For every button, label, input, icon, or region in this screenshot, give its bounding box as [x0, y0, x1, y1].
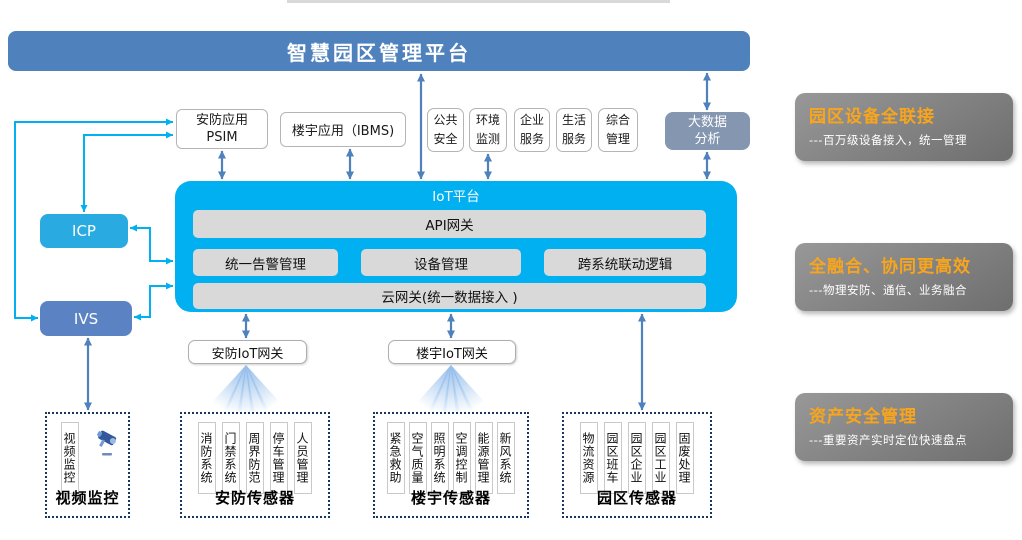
- benefit-desc: ---百万级设备接入，统一管理: [809, 133, 967, 147]
- building-sensors-group: 紧急救助 空气质量 照明系统 空调控制 能源管理 新风系统 楼宇传感器: [373, 412, 529, 518]
- security-gateway-fan-rays: [176, 365, 316, 415]
- page-title-text: 智慧园区管理平台: [287, 40, 471, 65]
- sensor-column: 周界防范: [246, 422, 264, 494]
- sensor-column: 门禁系统: [222, 422, 240, 494]
- module-device-management: 设备管理: [361, 249, 521, 276]
- sensor-column: 停车管理: [270, 422, 288, 494]
- connector-icp-platform: [130, 224, 173, 265]
- icp-node: ICP: [40, 214, 128, 248]
- sensor-column: 园区工业: [652, 422, 670, 494]
- benefit-desc: ---物理安防、通信、业务融合: [809, 283, 967, 297]
- sensor-column: 紧急救助: [387, 422, 405, 494]
- api-gateway-bar: API网关: [193, 210, 706, 238]
- connector-psim-icp: [80, 131, 173, 212]
- park-sensors-label: 园区传感器: [596, 489, 677, 507]
- app-box-ibms: 楼宇应用（IBMS): [280, 112, 406, 147]
- sensor-column: 消防系统: [198, 422, 216, 494]
- service-box-environment-monitoring: 环境监测: [469, 108, 507, 152]
- module-cross-system-linkage: 跨系统联动逻辑: [544, 249, 706, 276]
- building-sensors-label: 楼宇传感器: [410, 489, 491, 507]
- sensor-column: 固废处理: [676, 422, 694, 494]
- building-gateway-fan-rays: [381, 365, 521, 415]
- service-box-enterprise-services: 企业服务: [514, 108, 550, 152]
- iot-platform-title: IoT平台: [432, 189, 480, 205]
- sensor-column: 空气质量: [409, 422, 427, 494]
- page-title: 智慧园区管理平台: [8, 31, 750, 71]
- sensor-column: 照明系统: [431, 422, 449, 494]
- video-monitoring-label: 视频监控: [55, 489, 120, 507]
- sensor-column: 园区班车: [604, 422, 622, 494]
- app-box-psim: 安防应用 PSIM: [176, 109, 268, 149]
- ivs-node: IVS: [40, 301, 132, 336]
- psim-label-line2: PSIM: [206, 130, 238, 145]
- benefit-desc: ---重要资产实时定位快速盘点: [809, 433, 967, 447]
- cropped-edge-artifact: [287, 0, 670, 3]
- benefit-title: 园区设备全联接: [809, 107, 935, 127]
- sensor-column: 空调控制: [453, 422, 471, 494]
- sensor-column: 新风系统: [497, 422, 515, 494]
- sensor-column: 人员管理: [294, 422, 312, 494]
- service-box-living-services: 生活服务: [556, 108, 592, 152]
- benefit-title: 资产安全管理: [809, 407, 917, 427]
- sensor-column: 园区企业: [628, 422, 646, 494]
- service-box-integrated-management: 综合管理: [598, 108, 638, 152]
- benefit-panel-asset-security: 资产安全管理 ---重要资产实时定位快速盘点: [795, 393, 1013, 461]
- ibms-label: 楼宇应用（IBMS): [291, 124, 395, 139]
- video-monitoring-group: 视频监控 视频监控: [45, 412, 130, 518]
- benefit-panel-device-connection: 园区设备全联接 ---百万级设备接入，统一管理: [795, 93, 1013, 161]
- cloud-gateway-bar: 云网关(统一数据接入 ): [193, 283, 706, 309]
- service-box-public-safety: 公共安全: [427, 108, 464, 152]
- big-data-analysis-box: 大数据分析: [665, 112, 750, 150]
- connector-ivs-platform: [134, 282, 173, 321]
- park-sensors-group: 物流资源 园区班车 园区企业 园区工业 固废处理 园区传感器: [562, 412, 712, 518]
- building-iot-gateway-box: 楼宇IoT网关: [388, 340, 516, 364]
- benefit-title: 全融合、协同更高效: [809, 257, 971, 277]
- security-sensors-label: 安防传感器: [214, 489, 295, 507]
- sensor-column: 能源管理: [475, 422, 493, 494]
- security-iot-gateway-box: 安防IoT网关: [188, 340, 307, 364]
- psim-label-line1: 安防应用: [195, 113, 248, 128]
- video-monitoring-column: 视频监控: [61, 422, 79, 494]
- module-unified-alarm-management: 统一告警管理: [193, 249, 338, 276]
- surveillance-camera-icon: [97, 430, 117, 456]
- sensor-column: 物流资源: [580, 422, 598, 494]
- security-sensors-group: 消防系统 门禁系统 周界防范 停车管理 人员管理 安防传感器: [180, 412, 330, 518]
- benefit-panel-full-convergence: 全融合、协同更高效 ---物理安防、通信、业务融合: [795, 243, 1013, 311]
